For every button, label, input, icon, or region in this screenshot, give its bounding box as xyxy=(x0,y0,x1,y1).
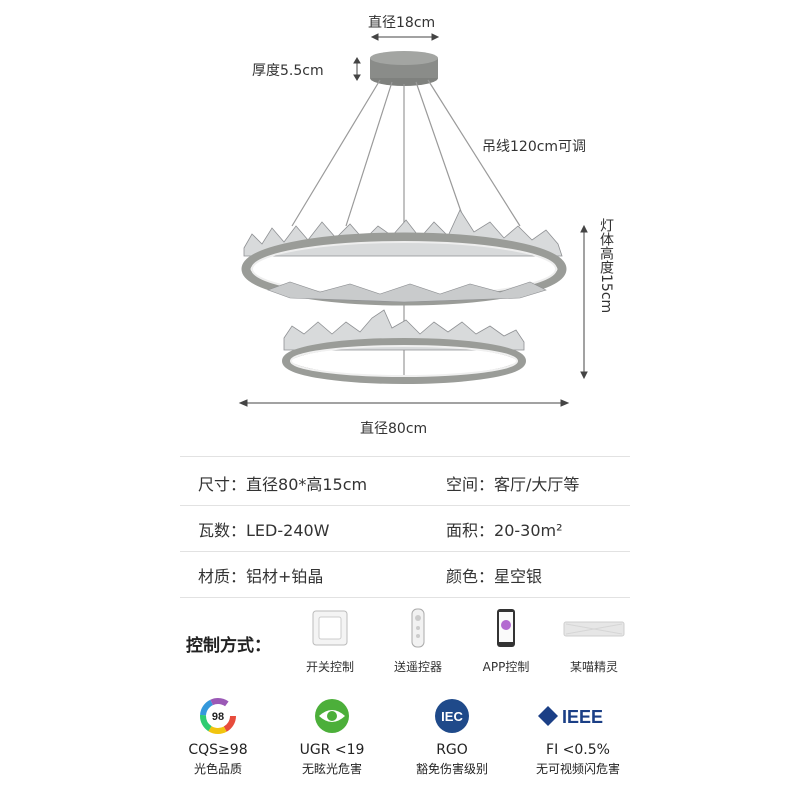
control-item: 送遥控器 xyxy=(378,608,458,675)
spec-key: 颜色： xyxy=(446,567,495,586)
spec-key: 空间： xyxy=(446,475,495,494)
cert-item: UGR <19 无眩光危害 xyxy=(272,696,392,777)
chandelier-illustration xyxy=(238,33,588,407)
cqs-badge-text: 98 xyxy=(212,711,224,723)
control-item: 开关控制 xyxy=(290,608,370,675)
color-ring-icon: 98 xyxy=(200,698,236,734)
cert-title: FI <0.5% xyxy=(546,742,610,758)
cert-title: CQS≥98 xyxy=(188,742,248,758)
wall-switch-icon xyxy=(312,610,348,646)
remote-control-icon xyxy=(411,608,425,648)
cert-title: UGR <19 xyxy=(299,742,365,758)
cert-item: IEEE FI <0.5% 无可视频闪危害 xyxy=(518,696,638,777)
cert-title: RGO xyxy=(436,742,468,758)
spec-row: 尺寸：直径80*高15cm 空间：客厅/大厅等 xyxy=(180,457,630,506)
control-item-label: 某喵精灵 xyxy=(569,660,618,674)
spec-value: 20-30m² xyxy=(494,521,563,540)
body-height-label: 灯体高度15cm xyxy=(598,218,614,314)
ieee-logo-icon: IEEE xyxy=(538,706,603,727)
cert-subtitle: 无可视频闪危害 xyxy=(535,762,620,776)
eye-icon xyxy=(315,699,349,733)
spec-value: 客厅/大厅等 xyxy=(494,475,580,494)
cert-subtitle: 无眩光危害 xyxy=(301,762,362,776)
ieee-badge-text: IEEE xyxy=(562,707,603,727)
control-item: APP控制 xyxy=(466,608,546,675)
spec-key: 尺寸： xyxy=(198,475,247,494)
cert-item: 98 CQS≥98 光色品质 xyxy=(158,696,278,777)
canopy-diameter-label: 直径18cm xyxy=(368,15,436,31)
iec-badge-text: IEC xyxy=(441,709,463,724)
spec-row: 瓦数：LED-240W 面积：20-30m² xyxy=(180,503,630,552)
cable-length-label: 吊线120cm可调 xyxy=(482,139,587,155)
overall-diameter-label: 直径80cm xyxy=(360,421,428,437)
spec-value: 铝材+铂晶 xyxy=(246,567,324,586)
spec-value: 直径80*高15cm xyxy=(246,475,368,494)
spec-key: 面积： xyxy=(446,521,495,540)
control-item-label: 开关控制 xyxy=(305,660,354,674)
spec-key: 瓦数： xyxy=(198,521,247,540)
spec-value: 星空银 xyxy=(494,567,543,586)
smart-speaker-icon xyxy=(563,621,625,637)
control-item-label: APP控制 xyxy=(482,660,530,674)
cert-subtitle: 光色品质 xyxy=(193,762,242,776)
spec-key: 材质： xyxy=(198,567,247,586)
phone-app-icon xyxy=(497,609,515,647)
control-item: 某喵精灵 xyxy=(554,608,634,675)
cert-subtitle: 豁免伤害级别 xyxy=(415,762,488,776)
control-item-label: 送遥控器 xyxy=(393,660,442,674)
control-title: 控制方式： xyxy=(186,636,271,656)
spec-row: 材质：铝材+铂晶 颜色：星空银 xyxy=(180,549,630,598)
spec-value: LED-240W xyxy=(246,521,330,540)
cert-item: IEC RGO 豁免伤害级别 xyxy=(392,696,512,777)
spec-table-top-border xyxy=(180,456,630,457)
canopy-thickness-label: 厚度5.5cm xyxy=(252,63,324,79)
iec-logo-icon: IEC xyxy=(435,699,469,733)
